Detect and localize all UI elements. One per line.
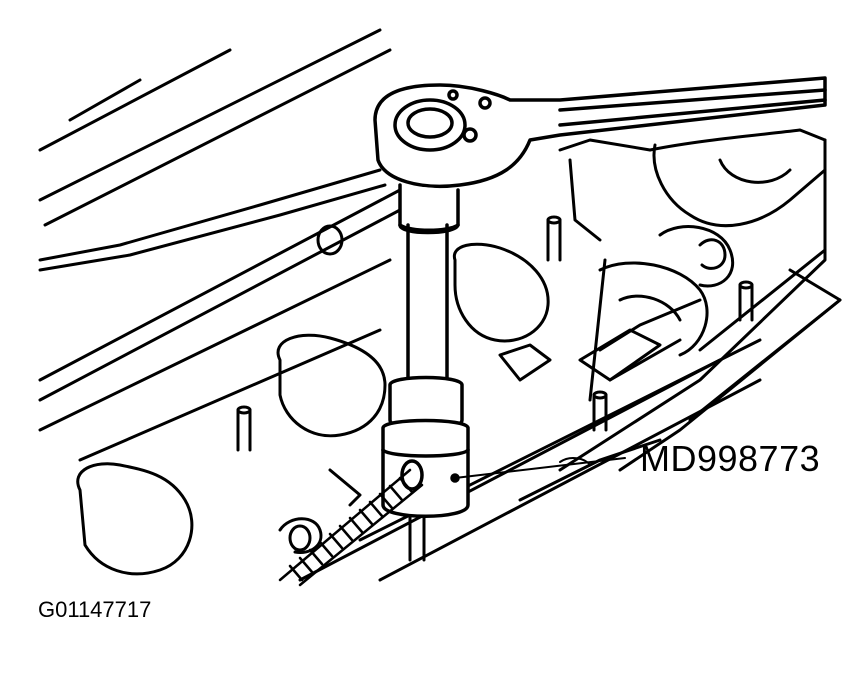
threaded-rod bbox=[278, 468, 424, 587]
port-openings bbox=[76, 143, 827, 576]
figure-id-label: G01147717 bbox=[38, 597, 152, 622]
tool-callout-label: MD998773 bbox=[640, 438, 821, 479]
valve-guide-pins bbox=[236, 215, 754, 562]
adjacent-socket bbox=[578, 298, 702, 382]
callout-leader-line bbox=[454, 457, 626, 479]
ratchet-wrench bbox=[373, 76, 827, 188]
cylinder-head-casting bbox=[38, 28, 842, 582]
extension-bar bbox=[398, 183, 460, 387]
special-tool-socket bbox=[381, 375, 470, 518]
